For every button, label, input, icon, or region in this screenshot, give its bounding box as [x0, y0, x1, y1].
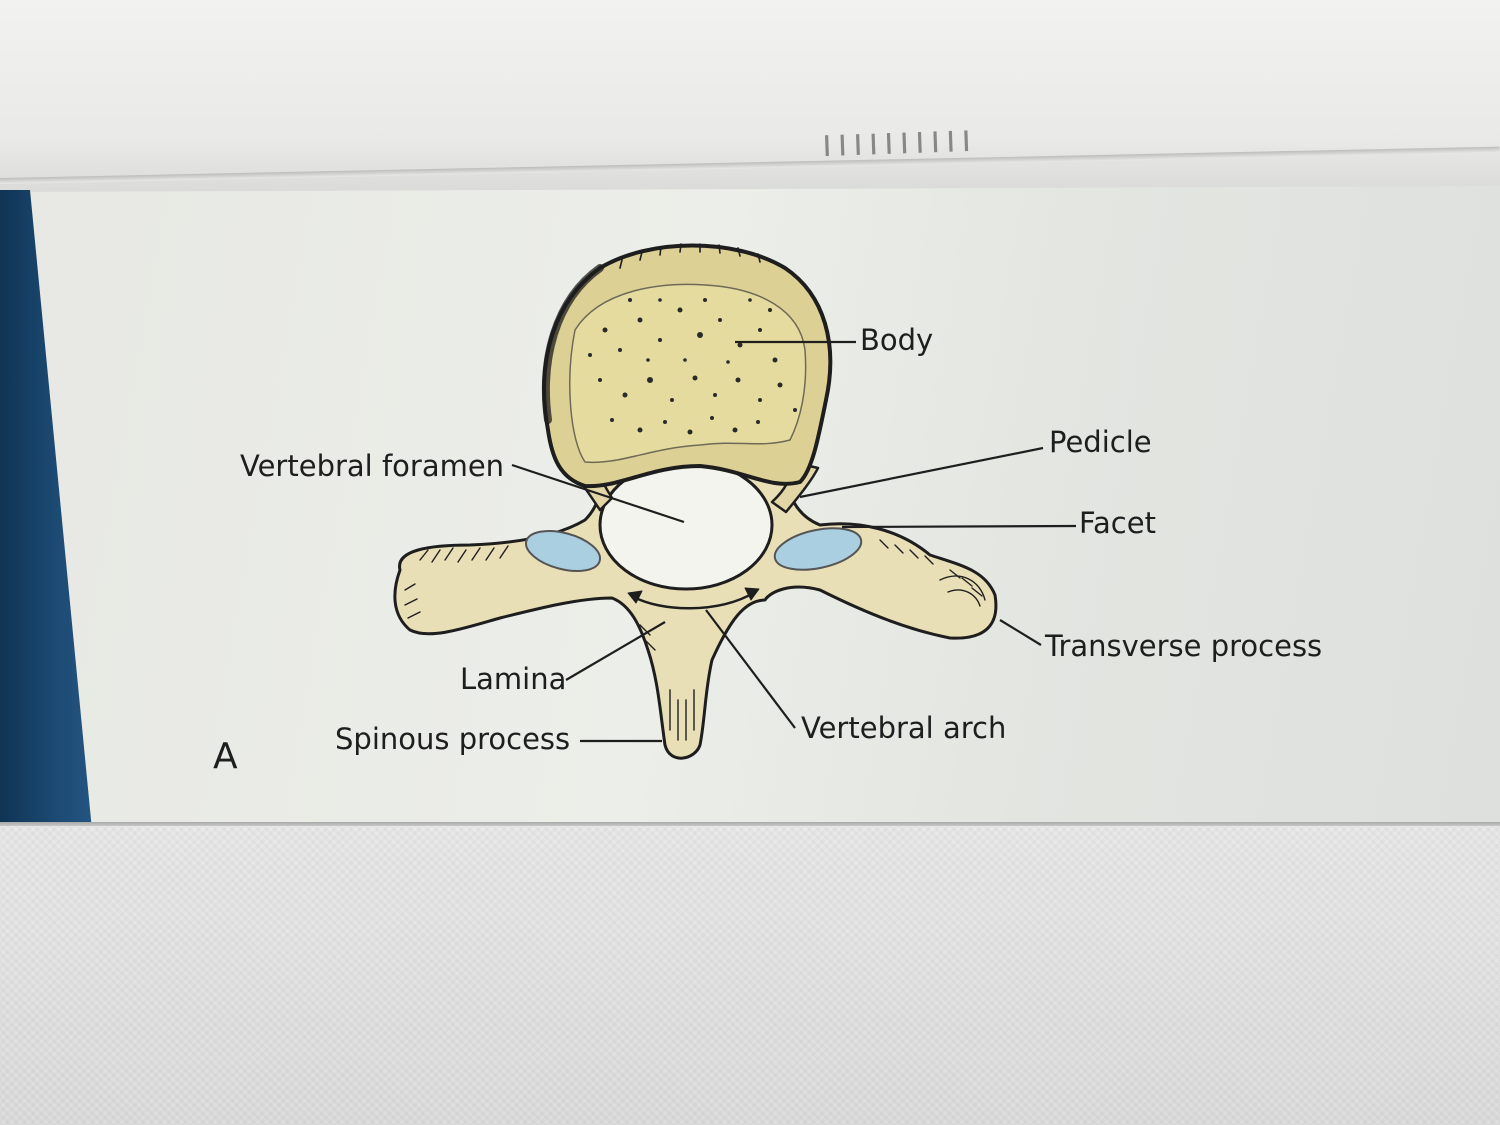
label-pedicle: Pedicle	[1049, 425, 1152, 459]
leader-transverse	[999, 619, 1042, 646]
spinous-shading	[639, 624, 695, 741]
label-facet: Facet	[1079, 506, 1156, 540]
label-body: Body	[860, 323, 933, 357]
vertebra-illustration	[393, 243, 998, 760]
body-top-surface	[569, 283, 807, 464]
label-vertebral-foramen: Vertebral foramen	[240, 449, 504, 483]
leader-lines	[511, 340, 1077, 743]
vertebral-arch-arrow	[630, 590, 757, 610]
right-process-shading	[879, 539, 986, 607]
label-lamina: Lamina	[460, 662, 566, 696]
left-process-shading	[404, 545, 509, 619]
label-spinous-process: Spinous process	[335, 722, 570, 756]
figure-letter: A	[213, 736, 238, 777]
leader-facet	[841, 524, 1077, 529]
arch-arrow-head-left	[627, 590, 643, 604]
bottom-page-background	[0, 826, 1500, 1125]
right-facet-shape	[773, 527, 863, 571]
left-facet-shape	[525, 530, 601, 572]
label-vertebral-arch: Vertebral arch	[801, 711, 1006, 745]
leader-foramen	[511, 463, 685, 524]
arch-arrow-head-right	[744, 587, 760, 601]
label-transverse-process: Transverse process	[1044, 629, 1322, 663]
body-rim-ticks	[619, 243, 761, 269]
leader-pedicle	[799, 446, 1044, 499]
leader-lamina	[565, 621, 666, 681]
body-rim-shadow	[542, 264, 604, 424]
body-speckles	[588, 298, 797, 435]
leader-arch	[705, 609, 796, 729]
